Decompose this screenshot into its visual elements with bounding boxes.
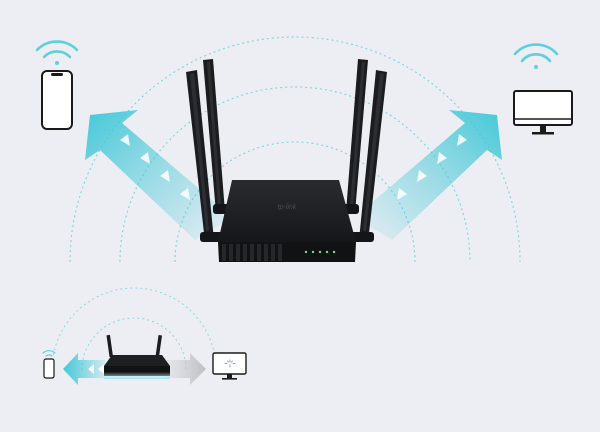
- beam-to-phone: [85, 110, 225, 240]
- wifi-icon-small: [42, 350, 56, 357]
- small-router: [104, 334, 170, 379]
- small-monitor-icon: [212, 352, 247, 380]
- router-body: tp-link: [218, 180, 356, 262]
- beam-chevrons-right: [397, 134, 467, 200]
- small-beam-right: [165, 353, 206, 385]
- small-smartphone-icon: [42, 350, 56, 379]
- beam-to-monitor: [362, 110, 502, 240]
- router-vents: [222, 244, 282, 261]
- loading-spinner-icon: [224, 359, 236, 368]
- router-brand-logo: tp-link: [278, 204, 297, 211]
- router-leds: [304, 250, 336, 254]
- smartphone-icon: [35, 40, 79, 130]
- small-signal-arcs: [51, 287, 217, 371]
- small-beam-left: [63, 353, 105, 385]
- beam-chevrons-left: [120, 134, 190, 200]
- monitor-icon: [513, 43, 573, 135]
- wifi-icon-monitor: [513, 43, 559, 69]
- wifi-icon-phone: [35, 40, 79, 65]
